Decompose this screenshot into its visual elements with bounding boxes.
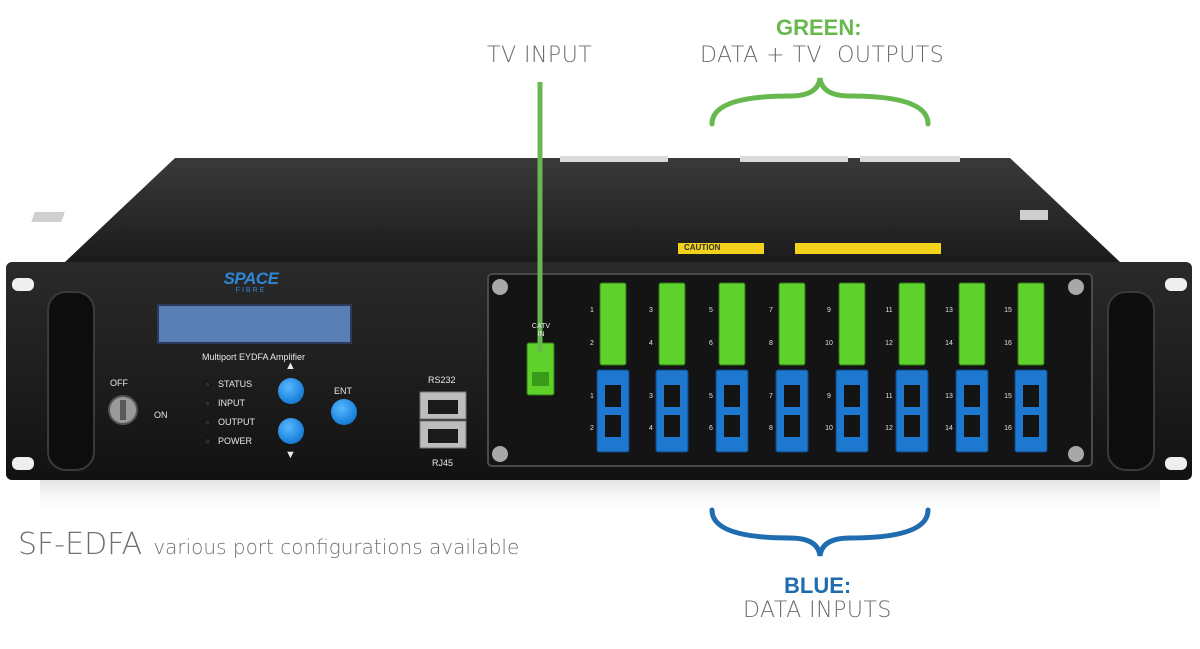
port-number: 10 <box>825 340 833 347</box>
top-side-sticker <box>31 212 65 222</box>
green-brace <box>709 77 931 127</box>
product-name: SF-EDFA <box>18 527 143 562</box>
port-number: 10 <box>825 425 833 432</box>
port-number: 8 <box>769 340 773 347</box>
led-label: POWER <box>218 436 253 446</box>
port-number: 16 <box>1004 425 1012 432</box>
caution-sticker <box>795 243 941 254</box>
port-number: 4 <box>649 340 653 347</box>
led-label: OUTPUT <box>218 417 255 427</box>
blue-port-sockets <box>605 385 1039 437</box>
product-description: various port configurations available <box>153 535 520 559</box>
enter-button[interactable] <box>331 399 357 425</box>
catv-label-line2: IN <box>537 331 545 338</box>
down-arrow-icon: ▼ <box>285 449 296 461</box>
port-number: 6 <box>709 340 713 347</box>
port-number: 12 <box>885 425 893 432</box>
port-number: 5 <box>709 307 713 314</box>
model-label: Multiport EYDFA Amplifier <box>202 352 306 362</box>
up-arrow-icon: ▲ <box>285 360 296 372</box>
tv-input-label: TV INPUT <box>487 43 593 68</box>
left-handle <box>47 291 95 471</box>
green-title: GREEN: <box>776 15 862 40</box>
panel-screw <box>1068 279 1084 295</box>
led-power: POWER <box>204 436 252 446</box>
top-sticker <box>860 156 960 162</box>
port-number: 5 <box>709 393 713 400</box>
catv-label-line1: CATV <box>531 323 551 330</box>
rack-ear-slot <box>12 457 34 470</box>
up-button[interactable] <box>278 378 304 404</box>
brand-logo-bottom: FIBRE <box>235 287 267 294</box>
port-number: 15 <box>1004 307 1012 314</box>
port-number: 9 <box>827 393 831 400</box>
port-number: 13 <box>945 307 953 314</box>
on-label: ON <box>154 410 168 420</box>
rs232-label: RS232 <box>428 375 456 385</box>
led-label: STATUS <box>218 379 253 389</box>
blue-title: BLUE: <box>784 573 852 598</box>
lcd-display <box>157 304 352 344</box>
panel-screw <box>1068 446 1084 462</box>
rack-ear-slot <box>12 278 34 291</box>
top-sticker <box>560 156 668 162</box>
port-number: 15 <box>1004 393 1012 400</box>
catv-label: CATV IN <box>526 323 556 339</box>
chassis-top <box>65 158 1120 262</box>
caution-sticker <box>678 243 764 254</box>
green-output-ports <box>599 282 1045 366</box>
panel-screw <box>492 446 508 462</box>
ent-label: ENT <box>334 386 352 396</box>
led-label: INPUT <box>218 398 245 408</box>
green-subtitle: DATA + TV OUTPUTS <box>700 43 945 68</box>
right-handle <box>1107 291 1155 471</box>
caution-sticker-label: CAUTION <box>684 243 721 252</box>
input-led-icon <box>204 399 211 407</box>
port-number: 14 <box>945 340 953 347</box>
rack-ear-slot <box>1165 457 1187 470</box>
panel-screw <box>492 279 508 295</box>
port-number: 6 <box>709 425 713 432</box>
product-caption: SF-EDFA various port configurations avai… <box>18 527 519 562</box>
down-button[interactable] <box>278 418 304 444</box>
port-number: 3 <box>649 307 653 314</box>
port-number: 11 <box>885 307 893 314</box>
port-number: 9 <box>827 307 831 314</box>
port-number: 3 <box>649 393 653 400</box>
top-sticker <box>740 156 848 162</box>
port-number: 2 <box>590 425 594 432</box>
port-number: 14 <box>945 425 953 432</box>
led-input: INPUT <box>204 398 245 408</box>
brand-logo-top: SPACE <box>223 269 279 288</box>
port-number: 16 <box>1004 340 1012 347</box>
off-label: OFF <box>110 378 128 388</box>
led-status: STATUS <box>204 379 252 389</box>
port-number: 12 <box>885 340 893 347</box>
top-side-sticker <box>1020 210 1048 220</box>
blue-subtitle: DATA INPUTS <box>743 598 892 623</box>
output-led-icon <box>204 418 211 426</box>
floor-reflection <box>40 478 1160 518</box>
rack-ear-slot <box>1165 278 1187 291</box>
port-number: 8 <box>769 425 773 432</box>
led-output: OUTPUT <box>204 417 255 427</box>
port-number: 7 <box>769 393 773 400</box>
port-number: 1 <box>590 307 594 314</box>
rj45-label: RJ45 <box>432 458 454 468</box>
port-number: 4 <box>649 425 653 432</box>
port-number: 1 <box>590 393 594 400</box>
status-led-icon <box>204 380 211 388</box>
power-led-icon <box>204 437 211 445</box>
brand-logo: SPACE FIBRE <box>216 270 286 295</box>
port-number: 7 <box>769 307 773 314</box>
port-number: 11 <box>885 393 893 400</box>
blue-brace <box>709 507 931 557</box>
port-number: 2 <box>590 340 594 347</box>
port-number: 13 <box>945 393 953 400</box>
